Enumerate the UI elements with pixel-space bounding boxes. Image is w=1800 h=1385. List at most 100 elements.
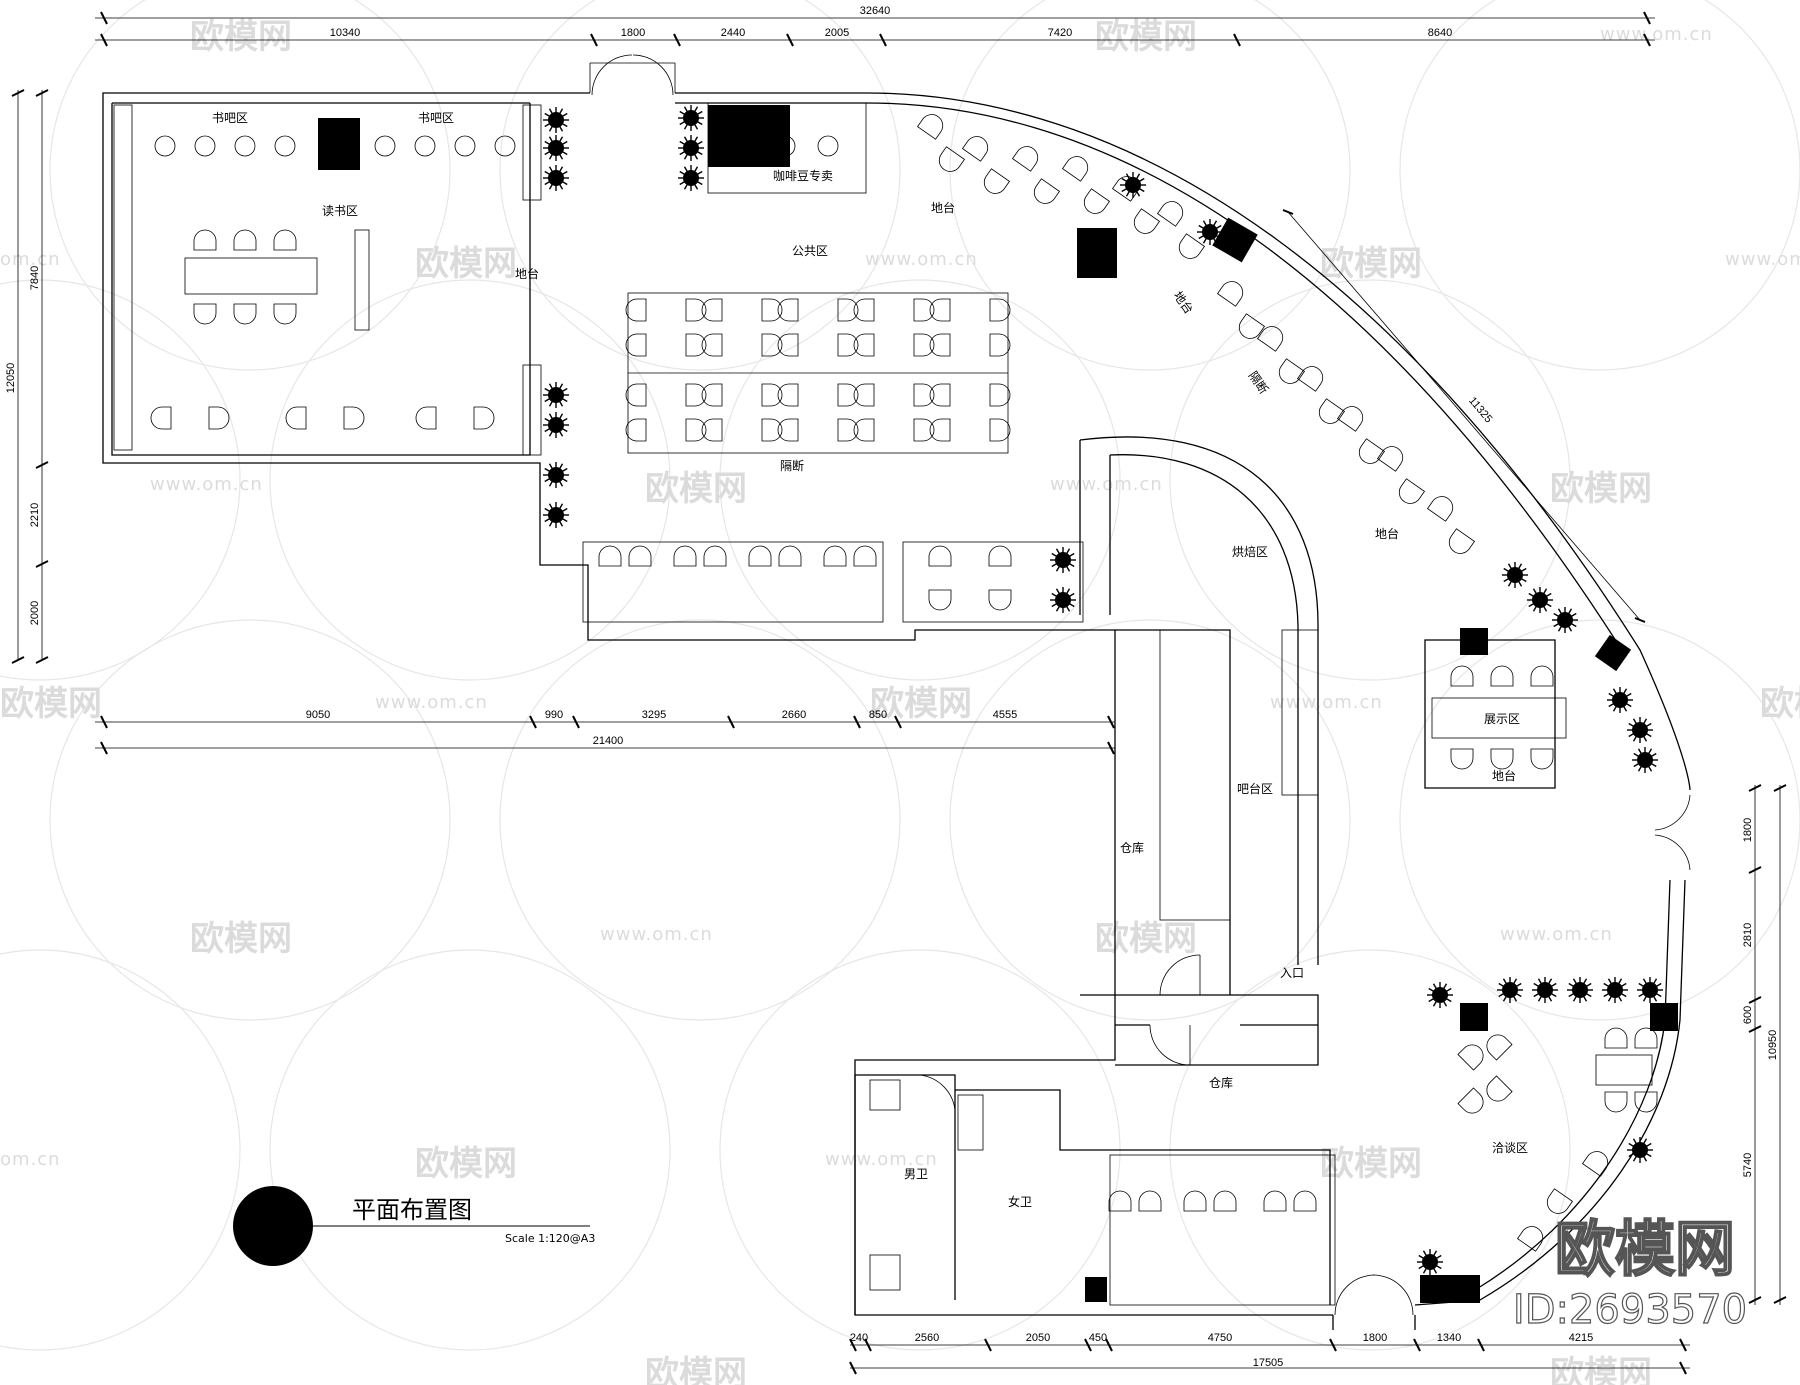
plant-leaf <box>1528 592 1541 601</box>
dimension-labels: 32640 10340 1800 2440 2005 7420 8640 120… <box>5 5 1779 1369</box>
plant-leaf <box>555 170 568 179</box>
plant-leaf <box>690 117 703 126</box>
plant-leaf <box>1557 608 1566 621</box>
label-bar: 吧台区 <box>1237 781 1273 796</box>
plant-leaf <box>1638 989 1651 998</box>
label-male-wc: 男卫 <box>904 1167 928 1181</box>
plant-leaf <box>1514 574 1527 583</box>
plant-leaf <box>1553 612 1566 621</box>
plant-leaf <box>555 136 564 149</box>
bar-stool <box>494 135 516 157</box>
plant-leaf <box>690 177 703 186</box>
plant-leaf <box>1498 989 1511 998</box>
brand-id: ID:2693570 <box>1513 1287 1747 1333</box>
dim-right-4: 5740 <box>1742 1153 1754 1177</box>
plant-leaf <box>683 177 692 190</box>
plant-leaf <box>1608 692 1621 701</box>
plant-leaf <box>555 387 568 396</box>
plant-leaf <box>1509 978 1518 991</box>
chair <box>777 383 799 407</box>
plant-leaf <box>544 417 557 426</box>
plant-leaf <box>1509 982 1522 991</box>
chair <box>150 406 172 430</box>
dim-right-total: 10950 <box>1767 1030 1779 1061</box>
plant-leaf <box>1503 567 1516 576</box>
plant-leaf <box>1644 759 1653 772</box>
plant-leaf <box>1062 599 1071 612</box>
plant-leaf <box>555 507 568 516</box>
chair <box>989 418 1011 442</box>
label-female-wc: 女卫 <box>1008 1194 1032 1209</box>
watermark-fragment: 欧模网 <box>1760 684 1800 724</box>
chair <box>685 333 707 357</box>
chair <box>1238 313 1266 339</box>
chair <box>928 589 952 611</box>
label-public: 公共区 <box>792 244 828 258</box>
watermark-text: 欧模网 <box>415 1144 517 1184</box>
plant-leaf <box>555 177 568 186</box>
dim-mid-3: 3295 <box>642 709 666 721</box>
chair <box>938 146 966 172</box>
chair <box>837 298 859 322</box>
plant-leaf <box>1644 752 1657 761</box>
plant-leaf <box>544 467 557 476</box>
walls <box>102 62 1691 1330</box>
chair <box>625 418 647 442</box>
plant-leaf <box>544 177 557 186</box>
chair <box>1061 156 1089 182</box>
plant-leaf <box>1639 1142 1652 1151</box>
chair <box>1486 1034 1513 1061</box>
chair <box>928 545 952 567</box>
chair <box>415 406 437 430</box>
plant-leaf <box>1507 574 1516 587</box>
plant-leaf <box>1579 989 1588 1002</box>
plant-leaf <box>555 119 564 132</box>
chair <box>1604 1027 1628 1049</box>
chair <box>853 383 875 407</box>
dim-diagonal: 11325 <box>1466 395 1494 426</box>
plant-leaf <box>544 514 557 523</box>
chair <box>1278 358 1306 384</box>
plant-leaf <box>555 383 564 396</box>
plant-leaf <box>548 474 557 487</box>
chair <box>1263 1190 1287 1212</box>
plant-leaf <box>1628 729 1641 738</box>
chair <box>777 298 799 322</box>
dim-bottom-1: 240 <box>850 1332 868 1344</box>
chair <box>685 298 707 322</box>
plant-leaf <box>1125 184 1134 197</box>
dim-top-3: 2440 <box>721 27 745 39</box>
bar-stool <box>774 135 796 157</box>
watermark-url: www.om.cn <box>1050 474 1163 495</box>
plant-leaf <box>1649 989 1662 998</box>
chair <box>916 114 944 140</box>
chair <box>1318 398 1346 424</box>
plant-leaf <box>548 166 557 179</box>
plant-leaf <box>1632 718 1641 731</box>
plant-leaf <box>1557 619 1566 632</box>
chair <box>1083 188 1111 214</box>
plant-leaf <box>1544 982 1557 991</box>
plant-leaf <box>1062 552 1075 561</box>
bar-stool <box>274 135 296 157</box>
chair <box>273 229 297 251</box>
plant-leaf <box>1422 1261 1431 1274</box>
plant-leaf <box>555 112 568 121</box>
label-display: 展示区 <box>1484 712 1520 726</box>
chair <box>1178 233 1206 259</box>
plant-leaf <box>1055 588 1064 601</box>
watermark-text: 欧模网 <box>190 17 292 57</box>
plant-leaf <box>555 503 564 516</box>
watermark-tail: om.cn <box>0 249 61 270</box>
chair <box>989 298 1011 322</box>
plant-leaf <box>1639 1149 1652 1158</box>
doors <box>591 54 1691 1316</box>
plant-leaf <box>1062 588 1071 601</box>
chair <box>1398 478 1426 504</box>
plant-leaf <box>683 106 692 119</box>
watermark-text: 欧模网 <box>1320 244 1422 284</box>
label-platform-2: 地台 <box>931 200 955 215</box>
plant-leaf <box>1429 1250 1438 1263</box>
chair <box>1546 1188 1574 1214</box>
plant-leaf <box>1062 559 1075 568</box>
